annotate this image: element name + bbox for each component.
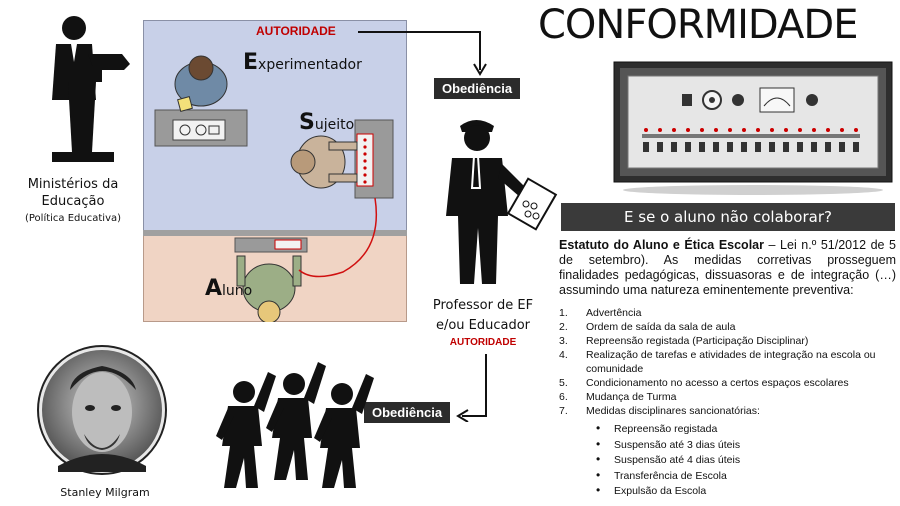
- students-group-icon: [216, 362, 374, 488]
- student-label: Aluno: [205, 276, 253, 301]
- list-item: Expulsão da Escola: [596, 483, 740, 499]
- authority-arrow: [358, 31, 487, 76]
- list-item: Repreensão registada: [596, 421, 740, 437]
- list-item: Suspensão até 4 dias úteis: [596, 452, 740, 468]
- teacher-authority-label: AUTORIDADE: [449, 337, 517, 348]
- teacher-with-clipboard-icon: [446, 120, 558, 284]
- shock-generator-image: [613, 61, 893, 195]
- list-item: 3.Repreensão registada (Participação Dis…: [559, 335, 809, 347]
- ministry-label: Ministérios da Educação (Política Educat…: [8, 176, 138, 227]
- list-item: 4.Realização de tarefas e atividades de …: [559, 349, 876, 375]
- teacher-line1: Professor de EF: [432, 298, 534, 313]
- obedience-badge-bottom: Obediência: [364, 402, 451, 423]
- ministry-line2: Educação: [41, 194, 105, 209]
- list-item: 6.Mudança de Turma: [559, 391, 677, 403]
- obedience-badge-top: Obediência: [434, 78, 521, 99]
- authority-label: AUTORIDADE: [256, 24, 336, 38]
- list-item: 1.Advertência: [559, 307, 642, 319]
- teacher-label: Professor de EF e/ou Educador AUTORIDADE: [418, 296, 548, 349]
- speaker-at-podium-icon: [52, 16, 130, 162]
- experimenter-label: Experimentador: [243, 50, 362, 75]
- statute-paragraph: Estatuto do Aluno e Ética Escolar – Lei …: [559, 238, 896, 298]
- list-item: 7.Medidas disciplinares sancionatórias:: [559, 405, 760, 417]
- teacher-line2: e/ou Educador: [435, 318, 531, 333]
- subject-label: Sujeito: [299, 110, 355, 135]
- sanctions-list: Repreensão registada Suspensão até 3 dia…: [596, 421, 740, 499]
- statute-title: Estatuto do Aluno e Ética Escolar: [559, 238, 764, 252]
- list-item: 5.Condicionamento no acesso a certos esp…: [559, 377, 849, 389]
- question-banner: E se o aluno não colaborar?: [561, 203, 895, 231]
- teacher-arrow: [456, 354, 487, 422]
- measures-list: 1.Advertência 2.Ordem de saída da sala d…: [559, 306, 896, 418]
- list-item: Transferência de Escola: [596, 468, 740, 484]
- ministry-sub: (Política Educativa): [24, 213, 122, 224]
- milgram-label: Stanley Milgram: [60, 486, 150, 499]
- ministry-line1: Ministérios da: [27, 177, 119, 192]
- statute-text: – Lei n.º 51/2012 de 5 de setembro). As …: [559, 238, 896, 297]
- list-item: 2.Ordem de saída da sala de aula: [559, 321, 736, 333]
- page-title: CONFORMIDADE: [538, 2, 858, 48]
- list-item: Suspensão até 3 dias úteis: [596, 437, 740, 453]
- milgram-portrait: [37, 345, 167, 475]
